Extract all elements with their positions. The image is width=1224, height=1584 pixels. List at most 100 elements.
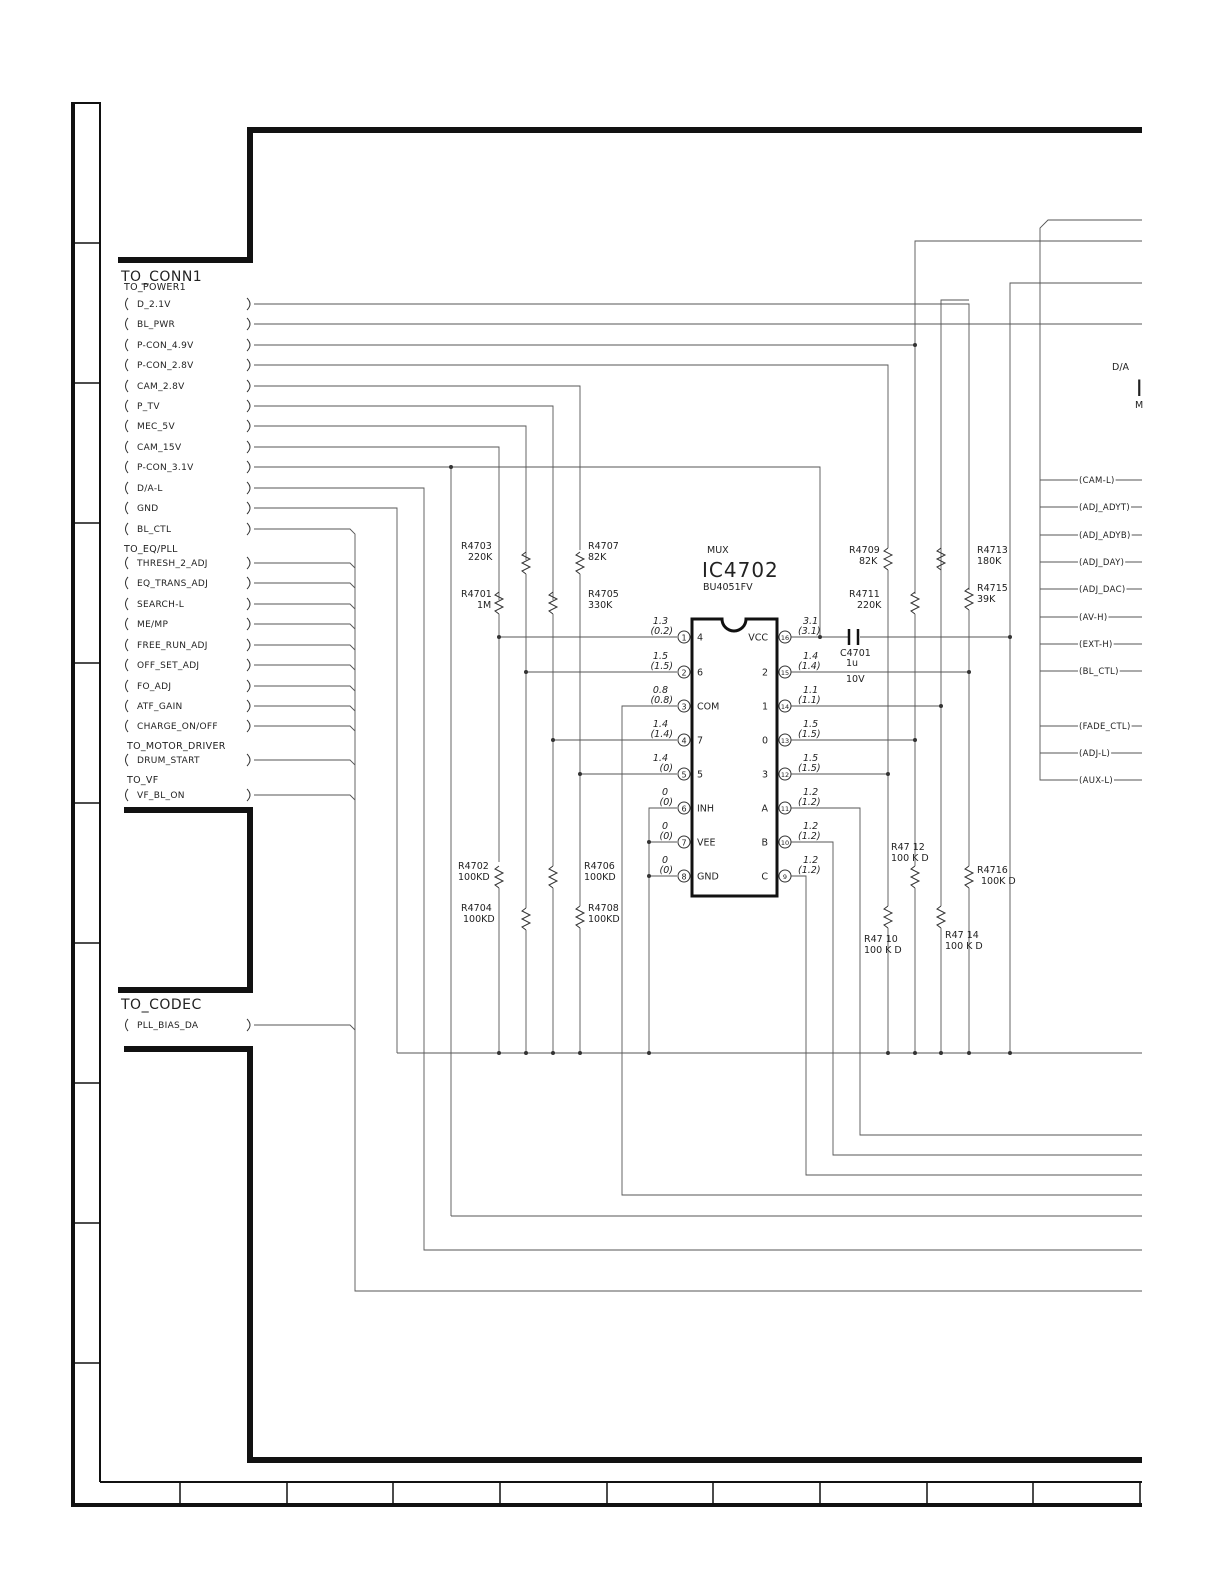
wiring: [254, 219, 1142, 1292]
pin-name: A: [762, 804, 769, 815]
pin-circle-icon: [677, 869, 691, 883]
connector-open-bracket: [125, 440, 129, 454]
ic-right-pins: 16VCC3.1(3.1)1521.4(1.4)1411.1(1.1)1301.…: [748, 616, 821, 883]
pin-voltage: 1.2: [803, 821, 818, 832]
connector-arrow-icon: [246, 522, 251, 536]
resistor-r4710: [882, 905, 894, 929]
connector-open-bracket: [125, 617, 129, 631]
connector-pin: P-CON_4.9V: [125, 338, 251, 352]
connector-pin-label: D/A-L: [137, 484, 163, 494]
da-signal-label: (EXT-H): [1079, 640, 1113, 650]
connector-pin-label: CHARGE_ON/OFF: [137, 722, 218, 732]
da-signal-label: (CAM-L): [1079, 476, 1115, 486]
connector-pin: MEC_5V: [125, 419, 251, 433]
pin-voltage: 1.2: [803, 855, 818, 866]
pin-name: 6: [697, 668, 703, 679]
board-outline: [118, 127, 1142, 1463]
da-block-sub: M: [1135, 400, 1143, 411]
pin-voltage: 1.1: [803, 685, 818, 696]
label-background: [1078, 640, 1114, 650]
pin-name: 3: [762, 770, 768, 781]
connector-group-title: TO_VF: [126, 775, 159, 786]
connector-pin: P_TV: [125, 399, 251, 413]
connector-open-bracket: [125, 358, 129, 372]
resistor-r4712: [909, 865, 921, 889]
pin-voltage: 3.1: [803, 616, 818, 627]
pin-number: 2: [681, 669, 686, 678]
connector-arrow-icon: [246, 679, 251, 693]
pin-voltage-alt: (1.5): [650, 661, 673, 672]
label-r4701: R4701: [461, 589, 492, 600]
label-background: [1078, 667, 1120, 677]
label-background: [1078, 503, 1132, 513]
connector-pin: DRUM_START: [125, 753, 251, 767]
connector-pin-label: CAM_2.8V: [137, 382, 185, 392]
connector-pin-label: EQ_TRANS_ADJ: [137, 579, 208, 589]
pin-voltage-alt: (1.2): [798, 865, 821, 876]
pin-voltage: 1.4: [653, 753, 668, 764]
resistor-r4701: [493, 591, 505, 615]
pin-number: 14: [781, 703, 789, 711]
value-r4711: 220K: [857, 600, 882, 611]
pin-name: 7: [697, 736, 703, 747]
ic-type-label: MUX: [707, 545, 729, 556]
connector-pin-label: FREE_RUN_ADJ: [137, 641, 208, 651]
pin-voltage: 0.8: [653, 685, 668, 696]
pin-voltage: 1.4: [803, 651, 818, 662]
pin-number: 8: [681, 873, 686, 882]
connector-groups: TO_POWER1D_2.1VBL_PWRP-CON_4.9VP-CON_2.8…: [123, 282, 251, 802]
label-background: [1078, 722, 1132, 732]
ic-ref-label: IC4702: [702, 558, 779, 582]
pin-voltage-alt: (1.2): [798, 797, 821, 808]
connector-arrow-icon: [246, 460, 251, 474]
value-r4713: 180K: [977, 556, 1002, 567]
value-r4701: 1M: [477, 600, 491, 611]
connector-open-bracket: [125, 638, 129, 652]
pin-voltage-alt: (1.4): [798, 661, 821, 672]
label-background: [1078, 749, 1112, 759]
pin-voltage-alt: (3.1): [798, 626, 821, 637]
connector-open-bracket: [125, 522, 129, 536]
voltage-c4701: 10V: [846, 674, 865, 685]
connector-arrow-icon: [246, 317, 251, 331]
pin-circle-icon: [677, 801, 691, 815]
label-r4716: R4716: [977, 865, 1008, 876]
pin-voltage-alt: (0): [660, 763, 673, 774]
pin-name: 1: [762, 702, 768, 713]
pin-number: 12: [781, 771, 789, 779]
value-r4716: 100K D: [981, 876, 1016, 887]
pin-number: 16: [781, 634, 789, 642]
label-r4712: R47 12: [891, 842, 925, 853]
connector-group-title: TO_POWER1: [123, 282, 186, 293]
pin-number: 4: [681, 737, 686, 746]
connector-arrow-icon: [246, 481, 251, 495]
connector-open-bracket: [125, 338, 129, 352]
resistor-r4709: [882, 547, 894, 571]
connector-open-bracket: [125, 379, 129, 393]
pin-voltage-alt: (1.2): [798, 831, 821, 842]
pin-voltage: 1.5: [803, 753, 818, 764]
da-signal-label: (AV-H): [1079, 613, 1107, 623]
connector-pin: OFF_SET_ADJ: [125, 658, 251, 672]
junctions: [449, 343, 1012, 1055]
connector-open-bracket: [125, 1018, 129, 1032]
resistor-r4704: [520, 907, 532, 931]
connector-pin: FREE_RUN_ADJ: [125, 638, 251, 652]
connector-pin: PLL_BIAS_DA: [125, 1018, 251, 1032]
value-r4709: 82K: [859, 556, 878, 567]
label-r4706: R4706: [584, 861, 615, 872]
connector-pin-label: VF_BL_ON: [137, 791, 185, 801]
resistor-r4703: [520, 551, 532, 575]
connector-pin-label: BL_CTL: [137, 525, 171, 535]
connector-pin: FO_ADJ: [125, 679, 251, 693]
resistor-r4707: [574, 551, 586, 575]
resistor-symbols: [493, 547, 975, 931]
connector-open-bracket: [125, 297, 129, 311]
da-block-letter: I: [1136, 377, 1143, 402]
capacitor-c4701: [847, 629, 860, 645]
value-r4702: 100KD: [458, 872, 490, 883]
connector-arrow-icon: [246, 501, 251, 515]
connector-pin: ME/MP: [125, 617, 251, 631]
